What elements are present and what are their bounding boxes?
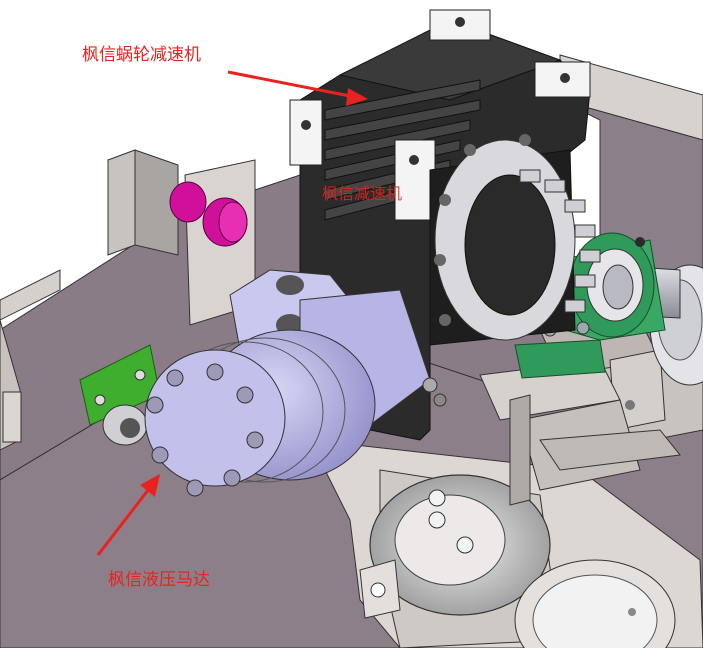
left-rail [0,269,61,451]
bottom-dial [514,559,676,648]
worm-reducer [289,9,601,441]
worm-reducer-label: 枫信蜗轮减速机 [82,45,201,65]
sensor-bracket [107,149,256,326]
arrow-worm-reducer [227,70,368,106]
arrow-hydraulic-motor [96,474,160,556]
reducer-watermark-label: 枫信减速机 [322,184,403,203]
bottom-bracket [359,559,401,619]
slide-rails [479,359,681,506]
hydraulic-motor [144,269,447,497]
hydraulic-motor-label: 枫信液压马达 [108,570,210,590]
turntable-disc [369,474,551,616]
